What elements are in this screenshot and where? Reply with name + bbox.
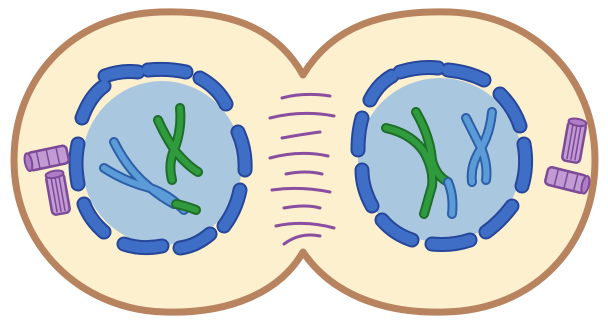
left-nucleoplasm <box>82 81 242 245</box>
left-daughter-nucleus <box>76 69 245 248</box>
